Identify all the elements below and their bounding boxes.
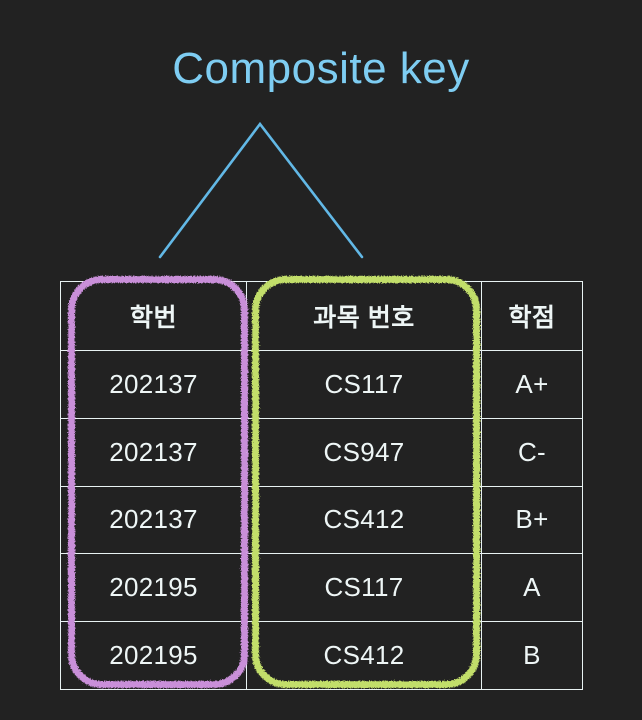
cell-student-id: 202195: [60, 621, 247, 690]
column-header-grade: 학점: [481, 281, 583, 351]
column-header-course-number: 과목 번호: [246, 281, 482, 351]
table-row: 202137 CS117 A+: [60, 350, 583, 419]
column-header-student-id: 학번: [60, 281, 247, 351]
cell-course-number: CS412: [246, 621, 482, 690]
table-row: 202195 CS412 B: [60, 621, 583, 690]
table-row: 202137 CS947 C-: [60, 417, 583, 487]
cell-student-id: 202137: [60, 485, 247, 555]
table-header-row: 학번 과목 번호 학점: [60, 281, 583, 351]
table-row: 202195 CS117 A: [60, 553, 583, 623]
table-row: 202137 CS412 B+: [60, 485, 583, 555]
cell-student-id: 202195: [60, 553, 247, 623]
pointer-line: [158, 121, 364, 259]
cell-grade: C-: [481, 417, 583, 487]
cell-grade: B+: [481, 485, 583, 555]
cell-course-number: CS117: [246, 553, 482, 623]
cell-course-number: CS947: [246, 417, 482, 487]
cell-student-id: 202137: [60, 350, 247, 419]
composite-key-table: 학번 과목 번호 학점 202137 CS117 A+ 202137 CS947…: [60, 281, 583, 690]
cell-course-number: CS117: [246, 350, 482, 419]
cell-student-id: 202137: [60, 417, 247, 487]
cell-grade: A: [481, 553, 583, 623]
page-title: Composite key: [172, 44, 470, 93]
cell-grade: A+: [481, 350, 583, 419]
cell-grade: B: [481, 621, 583, 690]
cell-course-number: CS412: [246, 485, 482, 555]
